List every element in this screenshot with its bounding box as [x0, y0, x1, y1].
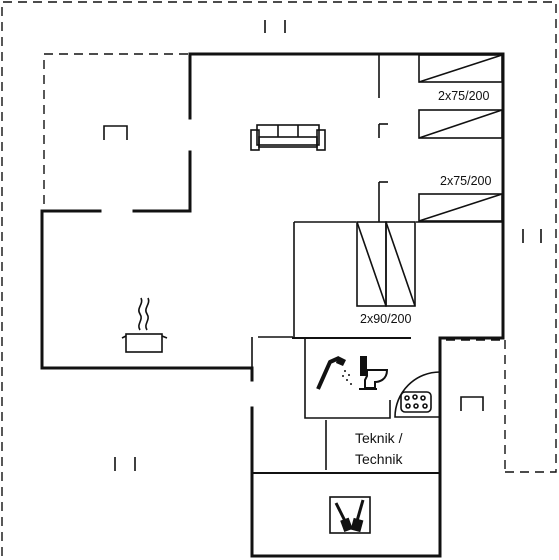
shower-icon — [316, 356, 352, 390]
bed-upper — [418, 54, 503, 83]
walls — [40, 52, 505, 558]
bed-label-1: 2x75/200 — [438, 89, 490, 103]
cooking-pot-icon — [121, 297, 168, 353]
washing-tools-icon — [329, 496, 371, 534]
bed-middle — [418, 109, 503, 139]
technik-label-line1: Teknik / — [355, 430, 403, 446]
bed-label-2: 2x75/200 — [440, 174, 492, 188]
bed-double — [356, 221, 416, 307]
bed-lower — [418, 193, 503, 222]
interior-walls — [251, 55, 503, 470]
bed-label-3: 2x90/200 — [360, 312, 412, 326]
sofa-icon — [250, 124, 326, 151]
technik-label-line2: Technik — [355, 451, 403, 467]
whirlpool-icon — [394, 371, 441, 418]
terrace-marker-icon — [103, 20, 542, 471]
toilet-icon — [359, 356, 389, 390]
